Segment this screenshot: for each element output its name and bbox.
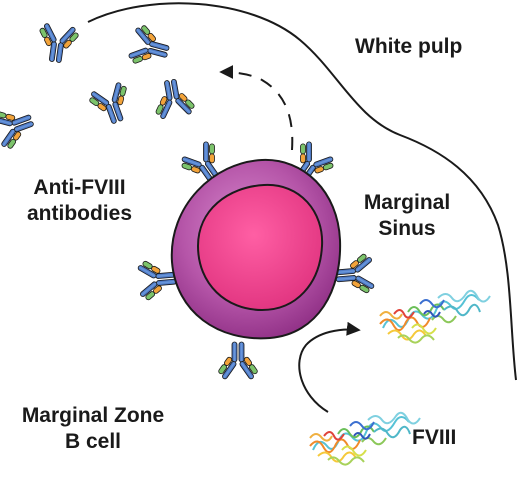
antibodies-label: Anti-FVIII antibodies bbox=[2, 175, 157, 227]
b-cell-label: Marginal Zone B cell bbox=[8, 403, 178, 455]
nucleus bbox=[196, 183, 324, 312]
b-cell-label-line2: B cell bbox=[64, 430, 122, 453]
b-cell-icon bbox=[170, 158, 342, 340]
marginal-sinus-label-line2: Sinus bbox=[378, 217, 436, 240]
antibody-icon bbox=[33, 21, 82, 66]
antibody-icon bbox=[0, 99, 40, 154]
fviii-label: FVIII bbox=[412, 426, 457, 449]
fviii-protein-icon bbox=[309, 411, 421, 466]
fviii-uptake-arrow bbox=[298, 321, 361, 413]
marginal-sinus-label-line1: Marginal bbox=[363, 191, 451, 214]
antibodies-label-line1: Anti-FVIII bbox=[33, 176, 126, 199]
antibody-icon bbox=[84, 78, 139, 130]
white-pulp-label: White pulp bbox=[355, 35, 463, 58]
antibody-icon bbox=[125, 21, 175, 74]
marginal-sinus-label: Marginal Sinus bbox=[352, 190, 462, 242]
b-cell-label-line1: Marginal Zone bbox=[21, 404, 165, 427]
antibodies-label-line2: antibodies bbox=[26, 202, 132, 225]
white-pulp-boundary bbox=[87, 2, 517, 381]
fviii-protein-icon bbox=[379, 289, 491, 344]
antibody-icon bbox=[148, 75, 199, 122]
antibody-icon bbox=[216, 341, 260, 381]
secretion-arrow bbox=[219, 65, 294, 151]
